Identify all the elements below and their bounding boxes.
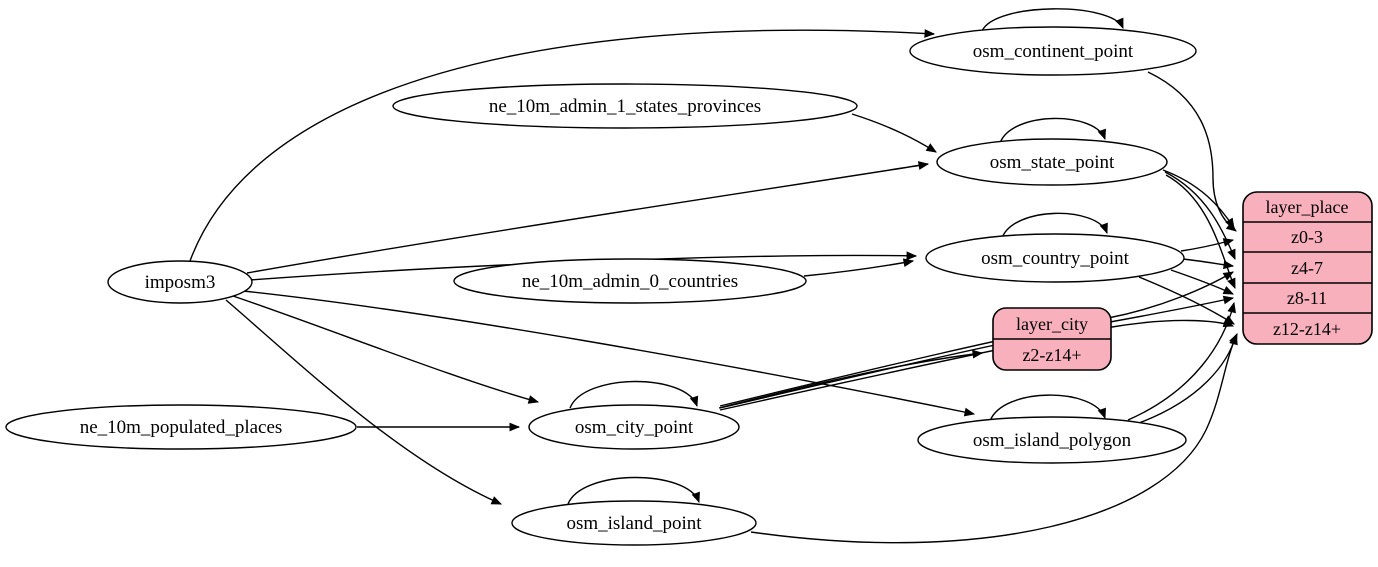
edge-ne-10m-admin-0-to-osm-country-point [803,258,915,277]
edge-imposm3-to-osm-continent-point [189,29,936,262]
edge-osm-state-point-to-z4-7 [1164,171,1236,261]
osm-island-polygon-shape [917,416,1187,464]
self-loop-osm-island-point [567,476,700,505]
edge-imposm3-to-osm-island-point [225,299,503,505]
node-osm-island-polygon: osm_island_polygon [917,416,1187,464]
edge-osm-state-point-to-z8-11 [1165,174,1236,290]
imposm3-shape [107,260,253,304]
osm-city-point-shape [528,404,740,450]
osm-city-point-label: osm_city_point [575,417,694,438]
node-osm-country-point: osm_country_point [925,233,1185,283]
edge-osm-country-point-to-z0-3 [1180,238,1235,252]
edge-osm-city-point-to-z12-z14 [719,318,1235,411]
edge-imposm3-to-osm-state-point [246,161,930,274]
self-loop-osm-country-point [1001,212,1108,239]
layer-place-title: layer_place [1266,197,1349,217]
layer-city-row-z2-z14: z2-z14+ [1022,345,1081,365]
osm-island-polygon-label: osm_island_polygon [973,430,1132,451]
osm-continent-point-label: osm_continent_point [973,41,1134,62]
ne-10m-admin-1-states-provinces-shape [392,83,858,129]
node-osm-state-point: osm_state_point [936,138,1168,186]
ne-10m-admin-1-states-provinces-label: ne_10m_admin_1_states_provinces [489,96,761,117]
ne-10m-populated-places-label: ne_10m_populated_places [80,417,283,438]
layer-place-row-z0-3: z0-3 [1291,227,1323,247]
layer-place-record: layer_place z0-3 z4-7 z8-11 z12-z14+ [1242,191,1373,345]
node-osm-city-point: osm_city_point [528,404,740,450]
self-loop-osm-city-point [569,380,699,409]
layer-city-record: layer_city z2-z14+ [992,307,1112,371]
node-ne-10m-admin-1-states-provinces: ne_10m_admin_1_states_provinces [392,83,858,129]
osm-country-point-label: osm_country_point [981,248,1129,269]
node-ne-10m-admin-0-countries: ne_10m_admin_0_countries [453,258,807,304]
osm-country-point-shape [925,233,1185,283]
edge-imposm3-to-osm-city-point [232,295,540,404]
layer-place-row-z8-11: z8-11 [1287,288,1327,308]
table-nodes: imposm3 ne_10m_admin_1_states_provinces … [5,26,1197,546]
edge-osm-island-polygon-to-z12-z14 [1138,333,1238,424]
node-imposm3: imposm3 [107,260,253,304]
edge-osm-island-point-to-z12-z14 [750,332,1238,544]
imposm3-label: imposm3 [145,272,216,293]
osm-island-point-label: osm_island_point [566,513,702,534]
edge-osm-city-point-to-layer-city-z2 [718,349,984,409]
osm-state-point-shape [936,138,1168,186]
node-osm-continent-point: osm_continent_point [909,26,1197,76]
edge-osm-continent-point-to-z0-3 [1147,71,1237,232]
ne-10m-admin-0-countries-label: ne_10m_admin_0_countries [522,271,738,292]
layer-place-row-z4-7: z4-7 [1291,258,1323,278]
layer-place-row-z12-z14: z12-z14+ [1273,319,1341,339]
osm-island-point-shape [511,500,757,546]
self-loop-osm-state-point [999,117,1106,144]
ne-10m-populated-places-shape [5,404,357,450]
layer-place-box [1242,191,1373,345]
edge-osm-state-point-to-z0-3 [1162,169,1235,229]
ne-10m-admin-0-countries-shape [453,258,807,304]
self-loop-osm-island-polygon [989,394,1106,422]
osm-state-point-label: osm_state_point [990,152,1115,173]
edge-osm-island-polygon-to-z8-11 [1127,301,1236,421]
edge-osm-city-point-to-z4-7 [719,271,1234,407]
self-loop-osm-continent-point [981,8,1124,32]
edge-osm-country-point-to-z4-7 [1182,258,1235,270]
layer-city-title: layer_city [1016,314,1088,334]
node-osm-island-point: osm_island_point [511,500,757,546]
edge-imposm3-to-osm-island-polygon [242,290,976,417]
osm-continent-point-shape [909,26,1197,76]
edge-osm-country-point-to-z8-11 [1170,269,1234,295]
edge-ne-10m-admin-1-to-osm-state-point [851,113,937,153]
node-ne-10m-populated-places: ne_10m_populated_places [5,404,357,450]
